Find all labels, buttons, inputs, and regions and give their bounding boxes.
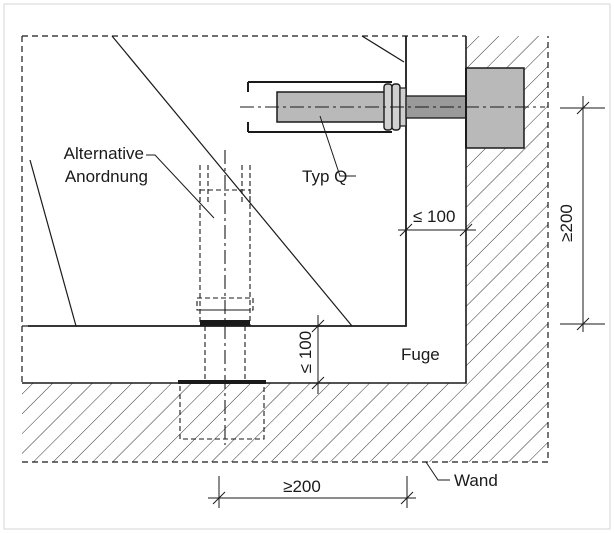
leader-typ-q bbox=[319, 115, 356, 177]
typ-q-component bbox=[240, 67, 545, 149]
label-alternative-line2: Anordnung bbox=[65, 167, 148, 186]
alternative-seat-bottom bbox=[178, 380, 266, 384]
outer-frame bbox=[3, 3, 611, 530]
leader-alternative bbox=[146, 154, 215, 219]
alternative-seat bbox=[200, 320, 250, 326]
wall-inner-edge bbox=[22, 36, 467, 384]
label-alternative-line1: Alternative bbox=[64, 144, 144, 163]
dimension-le100-left bbox=[311, 315, 325, 394]
section-line-left bbox=[29, 159, 77, 327]
element-outline bbox=[28, 36, 407, 327]
dimension-ge200-bottom bbox=[208, 476, 416, 508]
section-line-diagonal bbox=[111, 35, 353, 327]
label-dim-le100-top: ≤ 100 bbox=[413, 207, 455, 226]
leader-wand bbox=[425, 461, 450, 481]
dimension-ge200-right bbox=[560, 96, 605, 332]
label-dim-ge200-right: ≥200 bbox=[557, 204, 576, 242]
section-line-top-right bbox=[361, 35, 405, 63]
label-dim-le100-left: ≤ 100 bbox=[296, 331, 315, 373]
label-typ-q: Typ Q bbox=[302, 167, 347, 186]
label-wand: Wand bbox=[454, 471, 498, 490]
dimension-le100-top bbox=[398, 223, 476, 237]
label-dim-ge200-bottom: ≥200 bbox=[283, 477, 321, 496]
wall-outer-dashed bbox=[22, 36, 549, 463]
label-fuge: Fuge bbox=[401, 345, 440, 364]
